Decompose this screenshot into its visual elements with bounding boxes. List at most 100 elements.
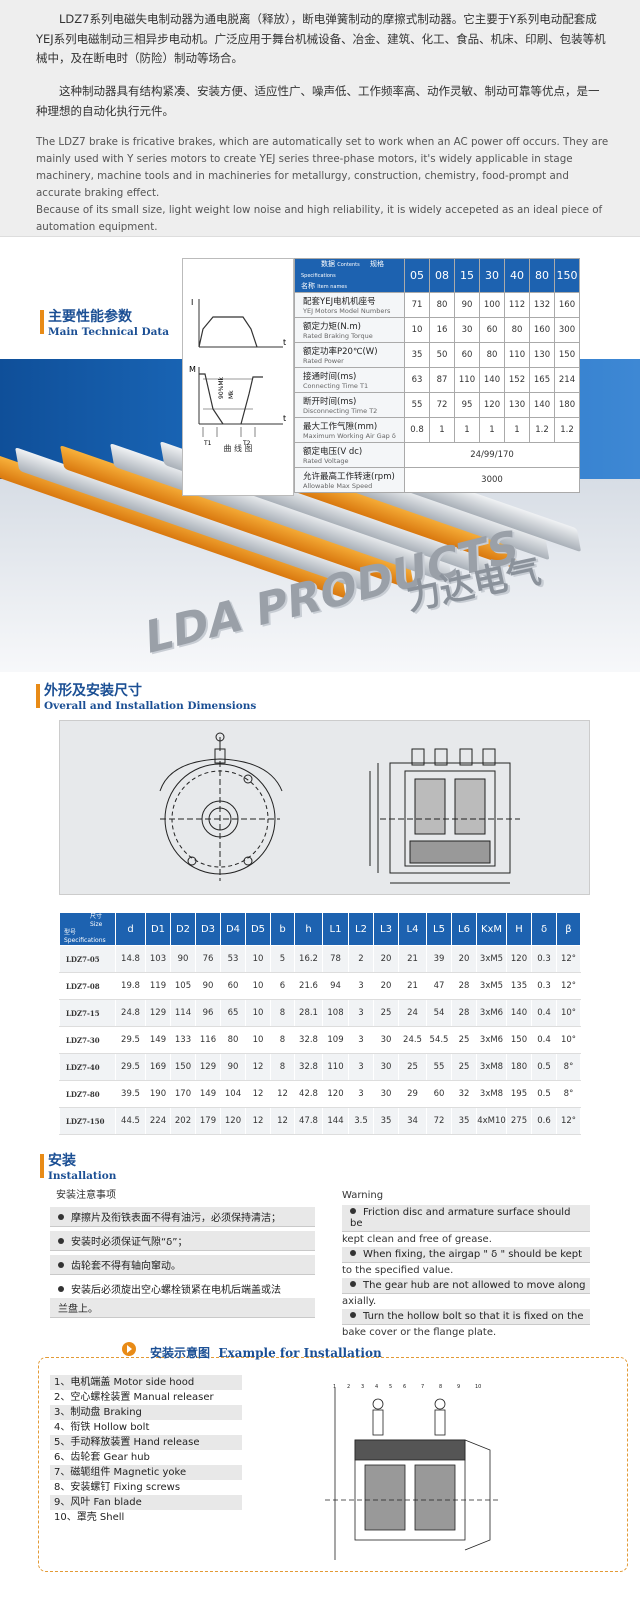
dim-cell: 28 [451, 972, 477, 1000]
assembly-number: 6 [403, 1384, 406, 1390]
dim-cell: 20 [373, 972, 399, 1000]
curve-label-t2: T2 [242, 440, 251, 447]
part-item: 9、风叶 Fan blade [50, 1495, 242, 1510]
spec-size-30: 30 [479, 258, 505, 293]
spec-cell: 1.2 [554, 417, 580, 443]
spec-cell: 300 [554, 317, 580, 343]
dim-col-header: D2 [170, 912, 196, 946]
dim-cell: 150 [170, 1053, 196, 1081]
note-cn-item: 安装后必须旋出空心螺栓锁紧在电机后端盖或法 [50, 1279, 315, 1298]
dim-col-header: D3 [195, 912, 221, 946]
spec-cell: 16 [429, 317, 455, 343]
spec-cell: 110 [454, 367, 480, 393]
bullet-icon [58, 1286, 64, 1292]
dim-col-header: L1 [322, 912, 349, 946]
dim-cell: 25 [398, 1053, 427, 1081]
assembly-drawing: 1 2 3 4 5 6 7 8 9 10 [325, 1380, 500, 1565]
dim-cell: 120 [220, 1107, 246, 1135]
dim-cell: 12 [245, 1107, 271, 1135]
note-cn-item: 齿轮套不得有轴向窜动。 [50, 1255, 315, 1275]
spec-cell: 1 [479, 417, 505, 443]
dims-section-title: 外形及安装尺寸 Overall and Installation Dimensi… [36, 680, 256, 712]
dim-cell: 29.5 [115, 1053, 146, 1081]
spec-row-cn: 额定力矩(N.m) [303, 322, 361, 332]
dim-cell: 2 [348, 945, 374, 973]
dim-cell: 8 [270, 1053, 295, 1081]
dim-cell: 170 [170, 1080, 196, 1108]
dim-cell: 144 [322, 1107, 349, 1135]
dim-cell: 3xM6 [476, 999, 507, 1027]
spec-cell: 10 [404, 317, 430, 343]
assembly-number: 5 [389, 1384, 392, 1390]
dim-cell: 202 [170, 1107, 196, 1135]
dim-cell: 94 [322, 972, 349, 1000]
dim-model-cell: LDZ7-40 [59, 1053, 116, 1081]
spec-row-name: 最大工作气隙(mm)Maximum Working Air Gap δ [294, 417, 405, 443]
dim-cell: 3 [348, 1026, 374, 1054]
dim-cell: 10° [556, 999, 581, 1027]
dim-cell: 3xM8 [476, 1080, 507, 1108]
dim-cell: 3.5 [348, 1107, 374, 1135]
dim-cell: 0.5 [531, 1053, 557, 1081]
spec-size-40: 40 [504, 258, 530, 293]
curve-label-t-2: t [283, 414, 286, 423]
assembly-number: 1 [333, 1384, 336, 1390]
note-en-text-cont: kept clean and free of grease. [342, 1234, 492, 1245]
part-item: 3、制动盘 Braking [50, 1405, 242, 1420]
dim-cell: 108 [322, 999, 349, 1027]
spec-cell: 87 [429, 367, 455, 393]
spec-cell: 60 [479, 317, 505, 343]
dim-cell: 10 [245, 972, 271, 1000]
dim-cell: 0.3 [531, 972, 557, 1000]
dim-cell: 12° [556, 972, 581, 1000]
dim-cell: 8 [270, 999, 295, 1027]
dim-cell: 224 [145, 1107, 171, 1135]
bullet-icon [58, 1238, 64, 1244]
dim-col-header: h [294, 912, 323, 946]
note-cn-text: 安装时必须保证气隙“δ”； [71, 1237, 188, 1248]
spec-header-right-en: Specifications [301, 273, 336, 279]
dim-cell: 6 [270, 972, 295, 1000]
dim-cell: 32 [451, 1080, 477, 1108]
note-en-text-cont: axially. [342, 1296, 377, 1307]
dim-col-header: KxM [476, 912, 507, 946]
intro-cn-paragraph-2: 这种制动器具有结构紧凑、安装方便、适应性广、噪声低、工作频率高、动作灵敏、制动可… [36, 84, 600, 118]
dim-cell: 12 [245, 1080, 271, 1108]
dim-cell: 28 [451, 999, 477, 1027]
dim-cell: 120 [322, 1080, 349, 1108]
dim-model-cell: LDZ7-30 [59, 1026, 116, 1054]
dim-cell: 96 [195, 999, 221, 1027]
spec-row-name: 额定电压(V dc)Rated Voltage [294, 442, 405, 468]
dim-cell: 190 [145, 1080, 171, 1108]
dim-cell: 29.5 [115, 1026, 146, 1054]
dim-cell: 76 [195, 945, 221, 973]
dim-cell: 90 [220, 1053, 246, 1081]
note-en-text: Friction disc and armature surface shoul… [350, 1207, 571, 1229]
spec-row-en: YEJ Motors Model Numbers [303, 307, 391, 315]
dims-title-cn: 外形及安装尺寸 [44, 683, 142, 699]
dim-cell: 55 [426, 1053, 452, 1081]
dim-cell: 47 [426, 972, 452, 1000]
dim-cell: 21.6 [294, 972, 323, 1000]
dim-cell: 30 [373, 1026, 399, 1054]
note-cn-text: 齿轮套不得有轴向窜动。 [71, 1261, 181, 1272]
spec-cell: 130 [529, 342, 555, 368]
dim-cell: 104 [220, 1080, 246, 1108]
dim-cell: 60 [220, 972, 246, 1000]
dim-cell: 21 [398, 945, 427, 973]
bullet-icon [58, 1262, 64, 1268]
dim-model-cell: LDZ7-80 [59, 1080, 116, 1108]
spec-cell: 30 [454, 317, 480, 343]
install-notes-en: Warning Friction disc and armature surfa… [342, 1190, 590, 1340]
part-item: 6、齿轮套 Gear hub [54, 1452, 150, 1463]
spec-cell: 35 [404, 342, 430, 368]
dim-cell: 3 [348, 999, 374, 1027]
part-item: 5、手动释放装置 Hand release [50, 1435, 242, 1450]
spec-cell: 160 [554, 292, 580, 318]
